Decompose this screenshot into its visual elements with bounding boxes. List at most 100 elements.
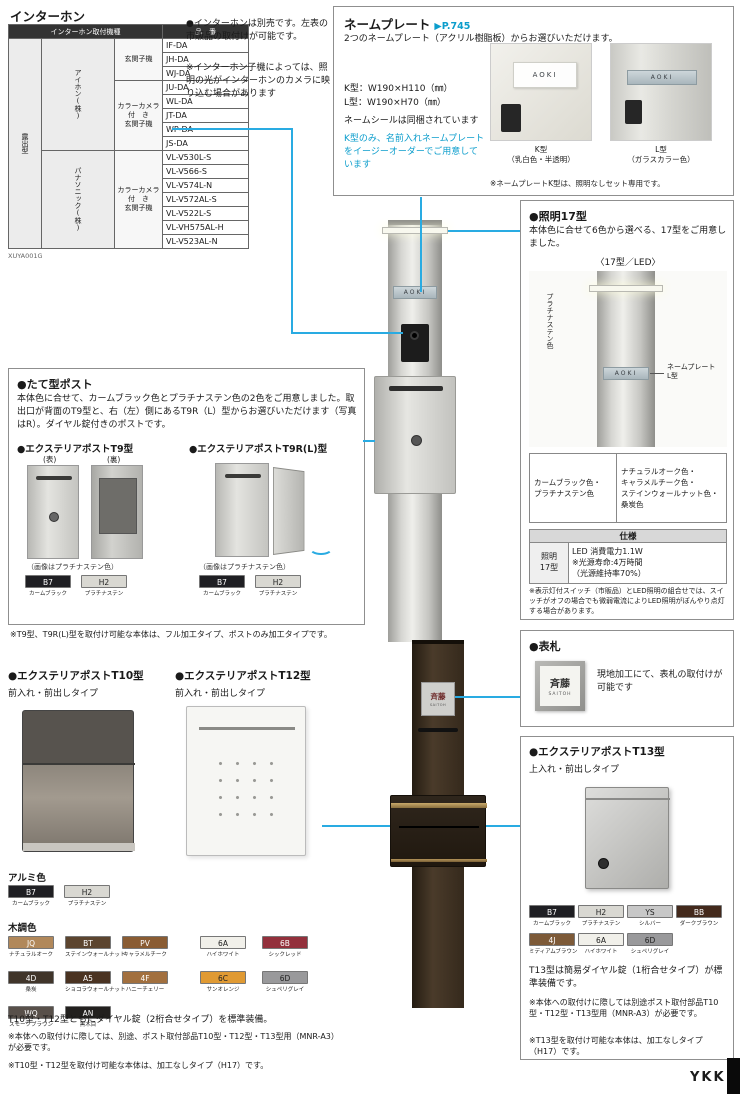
- color-swatch: BB: [676, 905, 722, 918]
- lighting-section: ●照明17型 本体色に合せて6色から選べる、17型をご用意しました。 〈17型／…: [520, 200, 734, 620]
- post-body: [597, 271, 655, 447]
- plate-romaji: SAITOH: [429, 703, 447, 707]
- t13-note-1: ※本体への取付けに際しては別途ポスト取付部品T10型・T12型・T13型用（MN…: [529, 998, 719, 1019]
- color-label: ハニーチェリー: [125, 987, 165, 993]
- plate-name: 斉藤: [430, 692, 446, 701]
- lid-seam: [399, 826, 479, 828]
- maker-panasonic-label: パナソニック(株): [41, 150, 115, 249]
- lighting-photo: AOKI プラチナステン色 ネームプレート L型: [529, 271, 727, 447]
- post-cap: [388, 220, 442, 225]
- hyosatsu-plate-photo: 斉藤 SAITOH: [535, 661, 585, 711]
- color-swatch: 6C: [200, 971, 246, 984]
- nameplate-section: ネームプレート ▶P.745 2つのネームプレート（アクリル樹脂板）からお選びい…: [333, 6, 734, 196]
- color-label: シュペリグレイ: [630, 949, 670, 955]
- vertical-post-title: ●たて型ポスト: [17, 378, 93, 391]
- intercom-unit-icon: [625, 100, 642, 124]
- color-swatch: H2: [255, 575, 301, 588]
- mail-slot: [23, 763, 135, 765]
- color-swatch: B7: [199, 575, 245, 588]
- curved-arrow-icon: [309, 541, 333, 555]
- plate-name: 斉藤: [550, 679, 570, 690]
- color-label: 桑炭: [25, 987, 37, 993]
- model-number: VL-V523AL-N: [162, 234, 249, 249]
- t9-caption: （画像はプラチナステン色）: [27, 563, 118, 571]
- intercom-note-2: ※インターホン子機によっては、照明の光がインターホンのカメラに映り込む場合があり…: [186, 63, 331, 100]
- lighting-note: ※表示灯付スイッチ（市販品）とLED照明の組合せでは、スイッチがオフの場合でも微…: [529, 587, 725, 615]
- color-swatch: H2: [578, 905, 624, 918]
- color-swatch: B7: [8, 885, 54, 898]
- color-label: シックレッド: [268, 952, 302, 958]
- color-swatch: PV: [122, 936, 168, 949]
- color-swatch: YS: [627, 905, 673, 918]
- nameplate-included-note: ネームシールは同梱されています: [344, 116, 479, 126]
- t12-title: ●エクステリアポストT12型: [175, 670, 311, 682]
- t12-box: [186, 706, 306, 856]
- color-group-right: ナチュラルオーク色・ キャラメルチーク色・ ステインウォールナット色・ 桑炭色: [617, 453, 727, 523]
- wood-color-label: 木調色: [8, 923, 37, 934]
- callout-line: [486, 825, 520, 827]
- t10t12-note-1: ※本体への取付けに際しては、別途、ポスト取付部品T10型・T12型・T13型用（…: [8, 1032, 339, 1053]
- plate-romaji: SAITOH: [548, 692, 572, 697]
- page-ref-link: ▶P.745: [434, 21, 471, 32]
- color-label: スモークブラウン: [8, 1022, 53, 1028]
- lighting-caption: 〈17型／LED〉: [595, 258, 661, 268]
- callout-line: [455, 696, 520, 698]
- t10t12-note-2: ※T10型・T12型を取付け可能な本体は、加工なしタイプ（H17）です。: [8, 1061, 269, 1070]
- t9r-title: ●エクステリアポストT9R(L)型: [189, 444, 328, 455]
- table-header-part-no: 品 番: [162, 24, 249, 39]
- brand-logo: YKK: [690, 1070, 726, 1085]
- nameplate-k-plate: AOKI: [513, 62, 577, 88]
- led-light: [589, 285, 663, 292]
- color-swatch: BT: [65, 936, 111, 949]
- dial-lock: [598, 858, 609, 869]
- plate-name: AOKI: [403, 289, 427, 296]
- t9-title: ●エクステリアポストT9型: [17, 444, 134, 455]
- color-label: カームブラック: [28, 591, 67, 597]
- hole-pattern: [212, 755, 282, 829]
- color-label: ハイホワイト: [584, 949, 618, 955]
- t9r-caption: （画像はプラチナステン色）: [199, 563, 290, 571]
- color-swatch: B7: [529, 905, 575, 918]
- maker-aiphone-label: アイホン(株): [41, 38, 115, 151]
- camera-lens: [410, 331, 419, 340]
- model-number: VL-V566-S: [162, 164, 249, 179]
- model-number: JT-DA: [162, 108, 249, 123]
- nameplate-l-name: AOKI: [650, 74, 674, 81]
- mail-slot: [199, 727, 295, 730]
- color-swatch: 4F: [122, 971, 168, 984]
- unit-type-label: カラーカメラ 付 き 玄関子機: [114, 150, 163, 249]
- nameplate-spec-l: L型：W190×H70（㎜）: [344, 98, 446, 108]
- brass-trim: [391, 803, 487, 808]
- unit-type-label: 玄関子機: [114, 38, 163, 81]
- table-header-models: インターホン取付機種: [8, 24, 163, 39]
- callout-line: [291, 128, 293, 333]
- post-cap: [412, 640, 464, 644]
- color-label: 黒木目: [79, 1022, 97, 1028]
- base-trim: [23, 843, 135, 851]
- plate-callout-label: ネームプレート L型: [667, 363, 716, 381]
- nameplate-title: ネームプレート: [344, 17, 431, 32]
- color-swatch: A5: [65, 971, 111, 984]
- model-number: VL-V574L-N: [162, 178, 249, 193]
- callout-line: [172, 128, 292, 130]
- color-swatch: WQ: [8, 1006, 54, 1019]
- spec-row-label: 照明 17型: [529, 543, 569, 584]
- lighting-title: ●照明17型: [529, 210, 587, 223]
